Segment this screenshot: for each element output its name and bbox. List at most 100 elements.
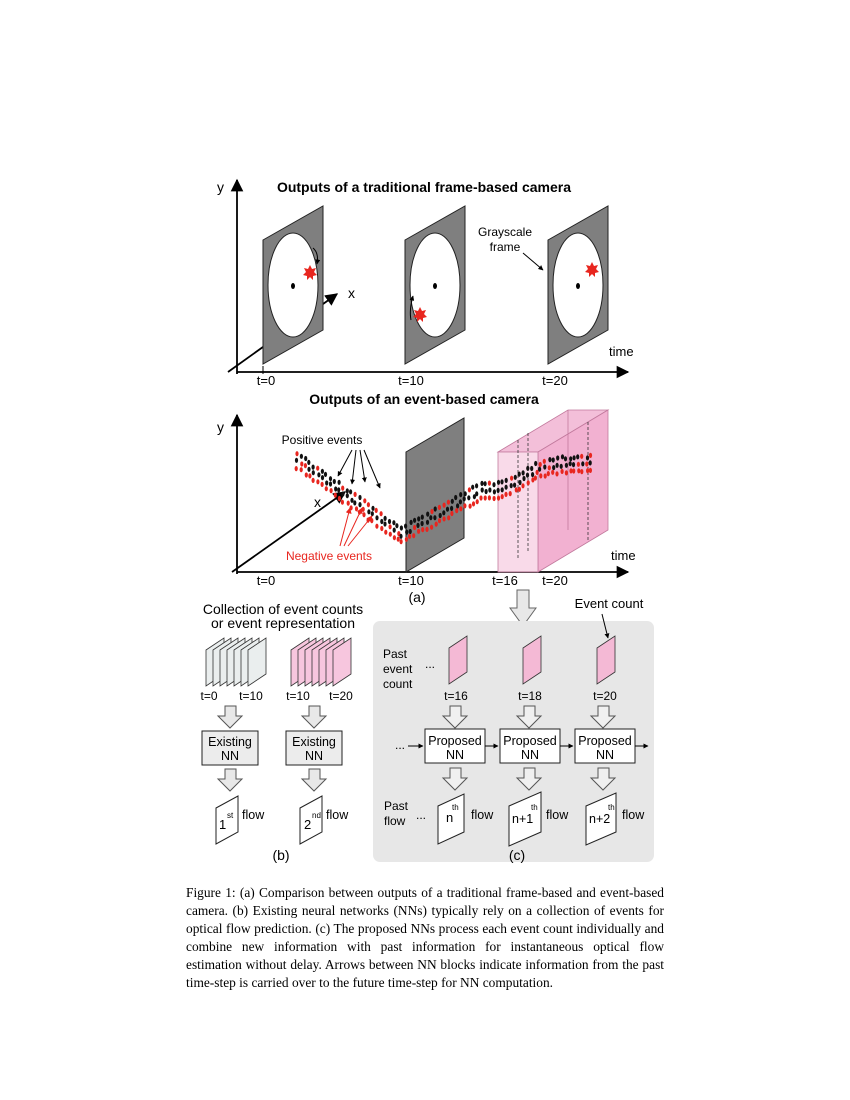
frame-camera-title: Outputs of a traditional frame-based cam…: [277, 179, 571, 195]
event-dot: [340, 499, 344, 505]
event-dot: [421, 527, 425, 533]
event-count-frame: [332, 637, 352, 687]
event-dot: [420, 514, 424, 520]
red-star-marker: [413, 307, 427, 322]
event-dot: [383, 515, 387, 522]
event-dot: [374, 507, 378, 513]
flow-superscript: nd: [312, 811, 321, 820]
event-dot: [316, 465, 320, 471]
event-dot: [337, 495, 341, 502]
flow-number: 2: [304, 817, 311, 832]
event-dot: [447, 515, 451, 521]
event-dot: [300, 461, 304, 467]
event-dot: [367, 509, 371, 515]
grayscale-frame-annotation: Grayscale: [478, 225, 532, 239]
event-dot: [568, 461, 572, 467]
event-dot: [380, 525, 384, 532]
event-dot: [417, 528, 421, 534]
panel-b-label: (b): [272, 847, 289, 863]
stack1-start-tick: t=0: [200, 689, 217, 703]
event-dot: [472, 494, 476, 500]
negative-arrow: [343, 507, 363, 547]
event-dot: [577, 468, 581, 474]
event-count-pointer: [601, 613, 610, 639]
grayscale-frame-t10: [404, 205, 466, 365]
event-dot: [434, 521, 438, 527]
event-dot: [412, 533, 416, 539]
past-event-count-label: event: [383, 662, 413, 676]
event-dot: [546, 471, 550, 477]
event-dot: [294, 466, 298, 472]
positive-arrow: [350, 449, 357, 485]
event-dot: [572, 455, 576, 461]
event-dot: [396, 536, 400, 542]
event-dot: [517, 471, 521, 477]
event-dot: [563, 456, 568, 462]
event-dot: [492, 482, 496, 488]
event-dot: [559, 463, 563, 469]
event-count-frame-t18: [522, 635, 542, 685]
event-dot: [475, 483, 479, 489]
panel-b-title: or event representation: [211, 615, 355, 631]
event-dot: [504, 484, 508, 490]
positive-arrow: [359, 449, 367, 483]
event-dot: [458, 499, 462, 505]
event-dot: [337, 479, 341, 485]
event-dot: [580, 469, 584, 475]
event-dot: [299, 467, 303, 473]
tick-t0: t=0: [257, 573, 275, 588]
ellipsis: ...: [395, 738, 405, 752]
event-volume-box: [496, 409, 610, 573]
event-dot: [504, 491, 508, 497]
event-dot: [539, 473, 543, 479]
event-dot: [329, 488, 333, 494]
proposed-nn-block-1: Proposed NN: [424, 728, 486, 764]
nn-label: Proposed: [578, 734, 632, 748]
event-dot: [430, 524, 434, 530]
event-dot: [483, 495, 487, 501]
event-dot: [387, 518, 392, 525]
tick-t0: t=0: [257, 373, 275, 388]
y-axis-label: y: [217, 179, 224, 195]
event-dot: [487, 495, 491, 501]
event-dot: [484, 488, 488, 495]
flow-superscript: th: [452, 803, 459, 812]
event-dot: [572, 468, 576, 474]
negative-events-label: Negative events: [286, 549, 372, 563]
event-dot: [531, 472, 535, 478]
existing-nn-panel: Collection of event counts or event repr…: [200, 601, 363, 863]
y-axis-label: y: [217, 419, 224, 435]
hollow-down-arrow: [441, 705, 469, 729]
event-dot: [442, 502, 446, 508]
nn-label: Proposed: [503, 734, 557, 748]
event-dot: [580, 453, 584, 459]
nn-label: NN: [521, 748, 539, 762]
event-dot: [333, 492, 337, 498]
hollow-down-arrow: [589, 705, 617, 729]
event-dot: [487, 480, 491, 486]
event-dot: [522, 475, 526, 482]
event-dot: [317, 472, 321, 478]
event-dot: [437, 518, 442, 524]
frame-camera-panel: Outputs of a traditional frame-based cam…: [217, 178, 634, 388]
event-dot: [370, 511, 374, 517]
hollow-down-arrow: [589, 767, 617, 791]
event-dot: [454, 494, 458, 501]
event-dot: [334, 486, 338, 492]
ellipsis: ...: [425, 657, 435, 671]
event-dot: [413, 524, 417, 531]
positive-arrow: [337, 449, 353, 477]
flow-output-n-plus-1: n+1 th flow: [508, 791, 569, 847]
event-dot: [459, 506, 463, 512]
event-dot: [358, 494, 362, 501]
event-dot: [576, 454, 580, 460]
event-dot: [588, 452, 593, 458]
event-dot: [320, 468, 324, 474]
tick-t18: t=18: [518, 689, 542, 703]
event-dot: [471, 484, 475, 490]
event-dot: [379, 511, 383, 517]
event-dot: [450, 510, 454, 517]
event-dot: [576, 461, 581, 467]
tick-t20: t=20: [542, 573, 568, 588]
positive-arrow: [363, 449, 381, 489]
